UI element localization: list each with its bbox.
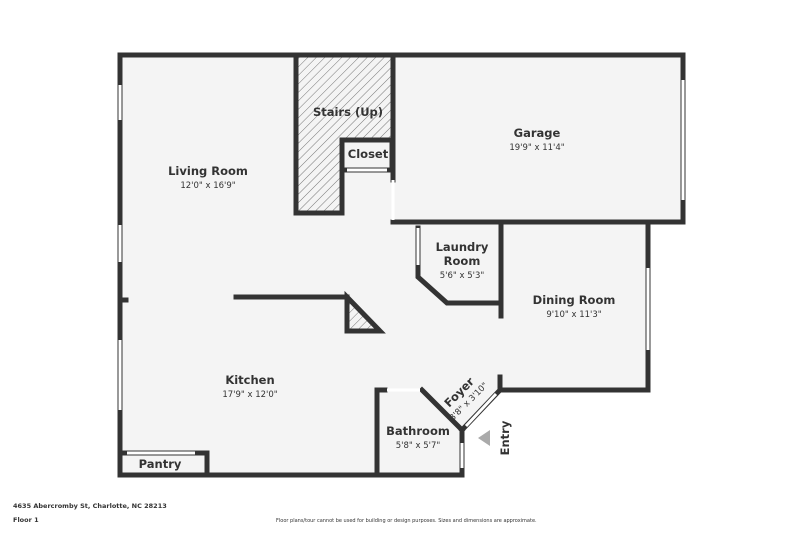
bathroom-label: Bathroom: [386, 424, 450, 438]
closet-label: Closet: [348, 147, 389, 161]
dining-room-label: Dining Room: [533, 293, 616, 307]
interior-walls: [117, 52, 651, 478]
garage-dims: 19'9" x 11'4": [509, 143, 564, 153]
disclaimer-text: Floor plans/tour cannot be used for buil…: [276, 518, 537, 524]
stairs-hatch: [296, 55, 342, 213]
floor-area: [120, 55, 683, 475]
entry-label: Entry: [498, 420, 512, 455]
floor-label: Floor 1: [13, 516, 39, 524]
laundry-label-2: Room: [444, 254, 481, 268]
laundry-label-1: Laundry: [436, 240, 489, 254]
dining-room-dims: 9'10" x 11'3": [546, 310, 601, 320]
bathroom-dims: 5'8" x 5'7": [396, 441, 441, 451]
entry-arrow-icon: [478, 430, 490, 446]
garage-label: Garage: [514, 126, 561, 140]
living-room-dims: 12'0" x 16'9": [180, 181, 235, 191]
kitchen-peninsula-hatch: [344, 290, 386, 334]
living-room-label: Living Room: [168, 164, 248, 178]
address-text: 4635 Abercromby St, Charlotte, NC 28213: [13, 502, 167, 510]
kitchen-label: Kitchen: [225, 373, 274, 387]
kitchen-dims: 17'9" x 12'0": [222, 390, 277, 400]
stairs-hatch-upper: [342, 55, 392, 140]
windows-doors: [118, 80, 685, 468]
stairs-label: Stairs (Up): [313, 105, 383, 119]
laundry-dims: 5'6" x 5'3": [440, 271, 485, 281]
pantry-label: Pantry: [139, 457, 182, 471]
